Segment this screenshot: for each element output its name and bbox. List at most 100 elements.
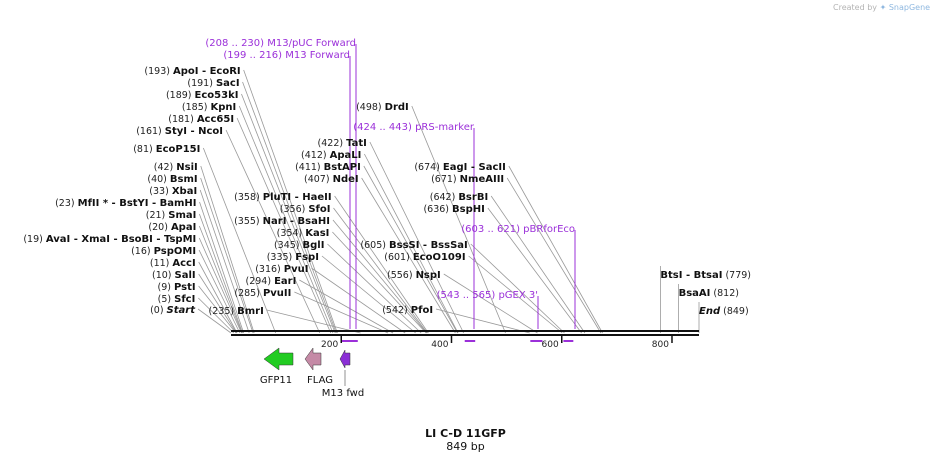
site-leader-line	[321, 255, 416, 334]
restriction-site-label: (605) BssSI - BssSaI	[360, 240, 467, 251]
site-leader-line	[236, 117, 332, 334]
restriction-site-label: (33) XbaI	[149, 186, 197, 197]
restriction-site-label: (294) EarI	[246, 276, 297, 287]
site-leader-line	[364, 153, 459, 334]
restriction-site-label: (20) ApaI	[148, 222, 196, 233]
restriction-site-label: (542) PfoI	[382, 305, 433, 316]
restriction-site-label: BsaAI (812)	[679, 288, 739, 299]
restriction-site-label: (498) DrdI	[356, 102, 409, 113]
sequence-length: 849 bp	[446, 440, 485, 453]
site-leader-line	[361, 177, 456, 334]
site-leader-line	[198, 273, 237, 334]
primer-bindings: (208 .. 230) M13/pUC Forward(199 .. 216)…	[205, 38, 576, 342]
feature-label: FLAG	[307, 375, 333, 386]
site-leader-line	[241, 93, 336, 334]
restriction-site-label: (19) AvaI - XmaI - BsoBI - TspMI	[23, 234, 196, 245]
site-leader-line	[243, 69, 338, 334]
site-leader-line	[435, 308, 530, 334]
site-leader-line	[200, 177, 254, 334]
site-leader-line	[332, 231, 427, 334]
restriction-site-label: (345) BglI	[274, 240, 325, 251]
site-leader-line	[443, 273, 538, 334]
restriction-site-label: (0) Start	[150, 305, 196, 316]
site-leader-line	[238, 105, 334, 334]
restriction-site-label: (189) Eco53kI	[166, 90, 239, 101]
site-leader-line	[242, 81, 337, 334]
feature-label: GFP11	[260, 375, 292, 386]
site-leader-line	[198, 237, 242, 334]
restriction-site-label: (407) NdeI	[304, 174, 359, 185]
backbone	[231, 330, 699, 336]
snapgene-logo-icon: ✦	[879, 3, 887, 12]
restriction-site-label: (642) BsrBI	[430, 192, 488, 203]
site-leader-line	[198, 225, 243, 334]
restriction-site-label: (355) NarI - BsaHI	[234, 216, 330, 227]
restriction-site-label: (674) EagI - SacII	[414, 162, 505, 173]
site-leader-line	[198, 285, 237, 334]
gfp11-arrow-icon	[263, 347, 294, 371]
restriction-site-label: (181) Acc65I	[168, 114, 234, 125]
restriction-site-label: (316) PvuI	[255, 264, 308, 275]
ruler-tick-label: 400	[431, 340, 448, 350]
site-leader-line	[508, 165, 603, 334]
ruler-tick-label: 600	[542, 340, 559, 350]
ruler: 200 400 600 800	[321, 336, 673, 350]
ruler-tick-label: 800	[652, 340, 669, 350]
restriction-site-label: (23) MfII * - BstYI - BamHI	[55, 198, 196, 209]
flag-arrow-icon	[304, 347, 322, 371]
site-leader-line	[470, 243, 565, 334]
restriction-site-label: (9) PstI	[158, 282, 196, 293]
site-leader-line	[200, 165, 255, 334]
site-leader-line	[411, 105, 506, 334]
restriction-site-label: (16) PspOMI	[131, 246, 196, 257]
restriction-site-label: (10) SalI	[152, 270, 196, 281]
site-leader-line	[199, 189, 250, 334]
restriction-site-label: (601) EcoO109I	[384, 252, 465, 263]
restriction-site-label: (40) BsmI	[147, 174, 197, 185]
restriction-site-label: (21) SmaI	[146, 210, 197, 221]
restriction-site-label: (335) FspI	[267, 252, 319, 263]
snapgene-credit: Created by ✦ SnapGene	[833, 3, 930, 12]
site-leader-line	[198, 249, 241, 334]
site-leader-line	[199, 213, 243, 334]
site-leader-line	[202, 147, 277, 334]
site-labels: (0) Start(5) SfcI(9) PstI(10) SalI(11) A…	[23, 66, 751, 317]
restriction-site-label: End (849)	[699, 306, 749, 317]
restriction-site-label: (412) ApaLI	[301, 150, 361, 161]
restriction-site-label: (356) SfoI	[280, 204, 331, 215]
ruler-tick-label: 200	[321, 340, 338, 350]
site-leader-line	[363, 165, 458, 334]
leader-lines	[197, 69, 700, 334]
site-leader-line	[332, 219, 427, 334]
restriction-site-label: (191) SacI	[187, 78, 239, 89]
primer-label: (199 .. 216) M13 Forward	[223, 50, 350, 61]
credit-prefix: Created by	[833, 3, 878, 12]
restriction-site-label: (358) PluTI - HaeII	[234, 192, 331, 203]
site-leader-line	[333, 207, 428, 334]
site-leader-line	[198, 297, 235, 334]
restriction-site-label: (636) BspHI	[423, 204, 484, 215]
restriction-site-label: (185) KpnI	[182, 102, 236, 113]
site-leader-line	[468, 255, 563, 334]
primer-label: (208 .. 230) M13/pUC Forward	[205, 38, 356, 49]
restriction-site-label: (354) KasI	[277, 228, 330, 239]
m13-fwd-arrow-icon	[339, 349, 351, 369]
site-leader-line	[197, 308, 232, 334]
restriction-site-label: (42) NsiI	[154, 162, 198, 173]
restriction-site-label: (81) EcoP15I	[133, 144, 200, 155]
site-leader-line	[487, 207, 582, 334]
site-leader-line	[266, 309, 361, 334]
site-leader-line	[199, 201, 245, 334]
restriction-site-label: BtsI - BtsaI (779)	[660, 270, 751, 281]
primer-label: (424 .. 443) pRS-marker	[353, 122, 475, 133]
restriction-site-label: (5) SfcI	[158, 294, 196, 305]
restriction-site-label: (11) AccI	[150, 258, 196, 269]
primer-label: (543 .. 565) pGEX 3'	[437, 290, 538, 301]
site-leader-line	[225, 129, 321, 334]
site-leader-line	[369, 141, 464, 334]
site-leader-line	[506, 177, 602, 334]
restriction-site-label: (422) TatI	[318, 138, 367, 149]
site-leader-line	[490, 195, 586, 334]
